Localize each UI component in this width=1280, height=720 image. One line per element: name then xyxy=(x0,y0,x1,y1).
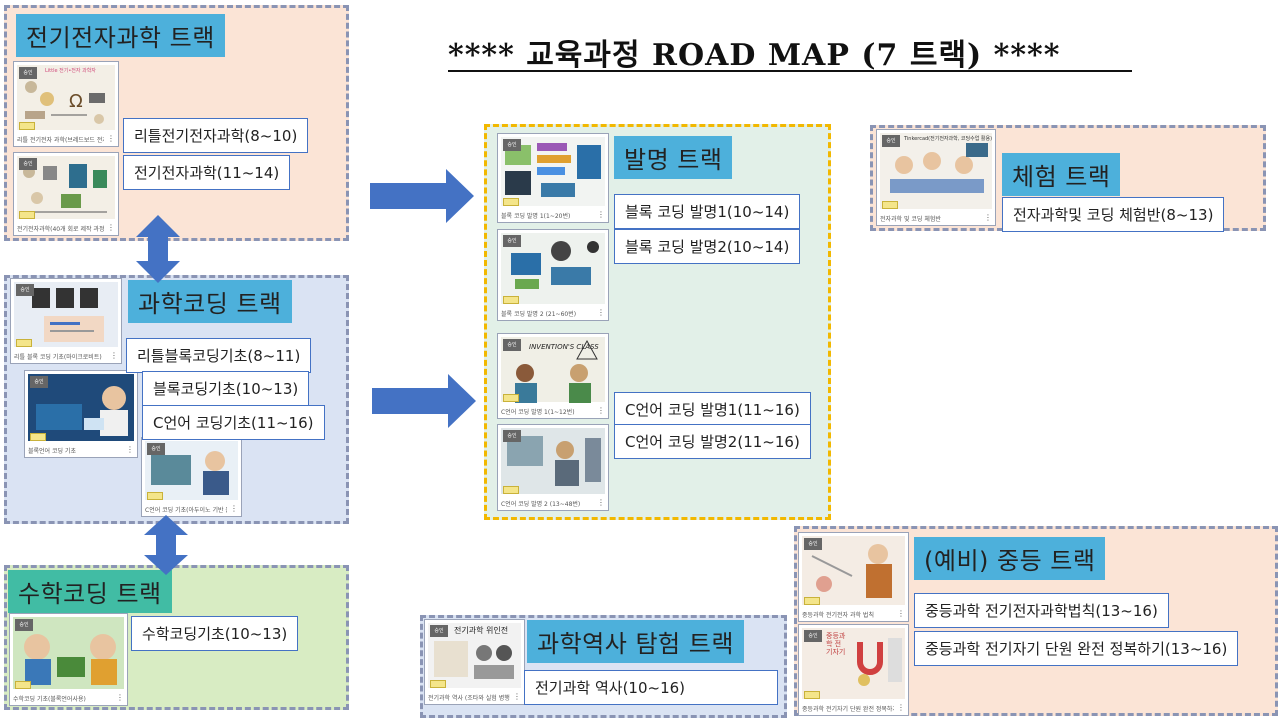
history-illustration xyxy=(434,641,514,679)
physics-illustration xyxy=(811,544,892,598)
thumb-caption: 블록 코딩 발명 1(1~20번) xyxy=(501,213,571,220)
math-coding-track-title: 수학코딩 트랙 xyxy=(8,570,172,613)
more-icon[interactable]: ⋮ xyxy=(116,693,124,702)
more-icon[interactable]: ⋮ xyxy=(107,134,115,143)
electronics-thumb-2[interactable]: 승인 전기전자과학(40개 회로 제작 과정) ⋮ xyxy=(13,152,119,236)
experience-track-title: 체험 트랙 xyxy=(1002,153,1121,196)
thumb-caption: 전기전자과학(40개 회로 제작 과정) xyxy=(17,226,104,233)
more-icon[interactable]: ⋮ xyxy=(110,351,118,360)
thumb-banner: INVENTION'S CLASS xyxy=(529,343,599,351)
thumb-caption: 중등과학 전기자기 단원 완전 정복하기 xyxy=(802,706,894,713)
course-label[interactable]: 블록코딩기초(10~13) xyxy=(142,371,310,406)
coding-kid-illustration xyxy=(36,386,128,436)
more-icon[interactable]: ⋮ xyxy=(513,692,521,701)
course-label[interactable]: 블록 코딩 발명1(10~14) xyxy=(614,194,801,229)
classroom-illustration xyxy=(890,143,988,193)
right-arrow-icon xyxy=(370,169,474,223)
electronics-track-title: 전기전자과학 트랙 xyxy=(16,14,225,57)
course-label[interactable]: 전기전자과학(11~14) xyxy=(123,155,291,190)
science-coding-track-title: 과학코딩 트랙 xyxy=(128,280,292,323)
arduino-kid-illustration xyxy=(151,451,229,495)
invention-thumb-3[interactable]: INVENTION'S CLASS 승인 C언어 코딩 발명 1(1~12번) … xyxy=(497,333,609,419)
double-arrow-icon xyxy=(136,215,180,283)
more-icon[interactable]: ⋮ xyxy=(897,609,905,618)
title-underline xyxy=(448,70,1132,72)
course-label[interactable]: 중등과학 전기전자과학법칙(13~16) xyxy=(914,593,1169,628)
history-thumb[interactable]: 전기과학 위인전 승인 전기과학 역사 (조타와 실험 병행) ⋮ xyxy=(424,619,525,705)
thumb-caption: 블록 코딩 발명 2 (21~60번) xyxy=(501,311,577,318)
thumb-caption: 전자과학 및 코딩 체험반 xyxy=(880,216,941,223)
thumb-caption: 중등과학 전기전자 과학 법칙 xyxy=(802,612,874,619)
more-icon[interactable]: ⋮ xyxy=(984,213,992,222)
thumb-banner: Tinkercad(전기전자과학, 코딩수업 활용) xyxy=(904,136,993,142)
course-label[interactable]: C언어 코딩 발명2(11~16) xyxy=(614,424,811,459)
thumb-caption: 리틀 전기전자 과학(브레드보드 전자회로 제작) xyxy=(17,137,104,144)
course-label[interactable]: C언어 코딩기초(11~16) xyxy=(142,405,325,440)
more-icon[interactable]: ⋮ xyxy=(107,223,115,232)
science-coding-thumb-1[interactable]: 승인 리틀 블록 코딩 기초(마이크로비트) ⋮ xyxy=(10,278,122,364)
experience-thumb[interactable]: Tinkercad(전기전자과학, 코딩수업 활용) 승인 전자과학 및 코딩 … xyxy=(876,129,996,226)
more-icon[interactable]: ⋮ xyxy=(897,703,905,712)
more-icon[interactable]: ⋮ xyxy=(126,445,134,454)
invention-thumb-1[interactable]: 승인 블록 코딩 발명 1(1~20번) ⋮ xyxy=(497,133,609,223)
course-label[interactable]: 전기과학 역사(10~16) xyxy=(524,670,778,705)
course-label[interactable]: 블록 코딩 발명2(10~14) xyxy=(614,229,801,264)
thumb-banner: Little 전기•전자 과학자 xyxy=(45,68,96,74)
middle-school-thumb-2[interactable]: 중등과학 전기자기 승인 중등과학 전기자기 단원 완전 정복하기 ⋮ xyxy=(798,624,909,716)
history-track-title: 과학역사 탐험 트랙 xyxy=(527,620,744,663)
thumb-caption: 블록언어 코딩 기초 xyxy=(28,448,76,455)
page-title: **** 교육과정 ROAD MAP (7 트랙) **** xyxy=(448,38,1061,73)
more-icon[interactable]: ⋮ xyxy=(597,498,605,507)
thumb-caption: 리틀 블록 코딩 기초(마이크로비트) xyxy=(14,354,102,361)
robot-kit-illustration xyxy=(511,241,599,289)
more-icon[interactable]: ⋮ xyxy=(230,504,238,513)
svg-text:Ω: Ω xyxy=(69,91,83,112)
thumb-banner: 전기과학 위인전 xyxy=(454,626,509,635)
magnet-illustration xyxy=(857,638,902,686)
right-arrow-icon xyxy=(372,374,476,428)
course-label[interactable]: 수학코딩기초(10~13) xyxy=(131,616,299,651)
course-label[interactable]: 리틀블록코딩기초(8~11) xyxy=(126,338,312,373)
thumb-banner: 중등과학 전기자기 xyxy=(826,632,846,656)
invention-thumb-4[interactable]: 승인 C언어 코딩 발명 2 (13~48번) ⋮ xyxy=(497,424,609,511)
block-coding-illustration xyxy=(505,143,601,197)
course-label[interactable]: 중등과학 전기자기 단원 완전 정복하기(13~16) xyxy=(914,631,1239,666)
thumb-caption: 전기과학 역사 (조타와 실험 병행) xyxy=(428,695,510,702)
thumb-caption: C언어 코딩 발명 1(1~12번) xyxy=(501,409,575,416)
science-coding-thumb-3[interactable]: 승인 C언어 코딩 기초(아두이노 기반 물리 코딩) ⋮ xyxy=(141,437,242,517)
workshop-illustration xyxy=(507,436,601,486)
invention-thumb-2[interactable]: 승인 블록 코딩 발명 2 (21~60번) ⋮ xyxy=(497,229,609,321)
microbit-illustration xyxy=(32,288,104,342)
course-label[interactable]: 전자과학및 코딩 체험반(8~13) xyxy=(1002,197,1225,232)
invention-class-illustration xyxy=(515,339,598,403)
double-arrow-icon xyxy=(144,515,188,575)
more-icon[interactable]: ⋮ xyxy=(597,406,605,415)
invention-track-title: 발명 트랙 xyxy=(614,136,733,179)
science-coding-thumb-2[interactable]: 승인 블록언어 코딩 기초 ⋮ xyxy=(24,370,138,458)
middle-school-thumb-1[interactable]: 승인 중등과학 전기전자 과학 법칙 ⋮ xyxy=(798,532,909,622)
math-kids-illustration xyxy=(24,634,117,685)
thumb-caption: C언어 코딩 발명 2 (13~48번) xyxy=(501,501,581,508)
course-label[interactable]: C언어 코딩 발명1(11~16) xyxy=(614,392,811,427)
more-icon[interactable]: ⋮ xyxy=(597,210,605,219)
circuit-illustration: Ω xyxy=(25,81,105,124)
more-icon[interactable]: ⋮ xyxy=(597,308,605,317)
middle-school-track-title: (예비) 중등 트랙 xyxy=(914,537,1106,580)
math-coding-thumb[interactable]: 승인 수학코딩 기초(블록언어사용) ⋮ xyxy=(9,613,128,706)
course-label[interactable]: 리틀전기전자과학(8~10) xyxy=(123,118,309,153)
thumb-caption: C언어 코딩 기초(아두이노 기반 물리 코딩) xyxy=(145,507,227,514)
thumb-caption: 수학코딩 기초(블록언어사용) xyxy=(13,696,86,703)
electronics-thumb-1[interactable]: Little 전기•전자 과학자 Ω 승인 리틀 전기전자 과학(브레드보드 전… xyxy=(13,61,119,147)
